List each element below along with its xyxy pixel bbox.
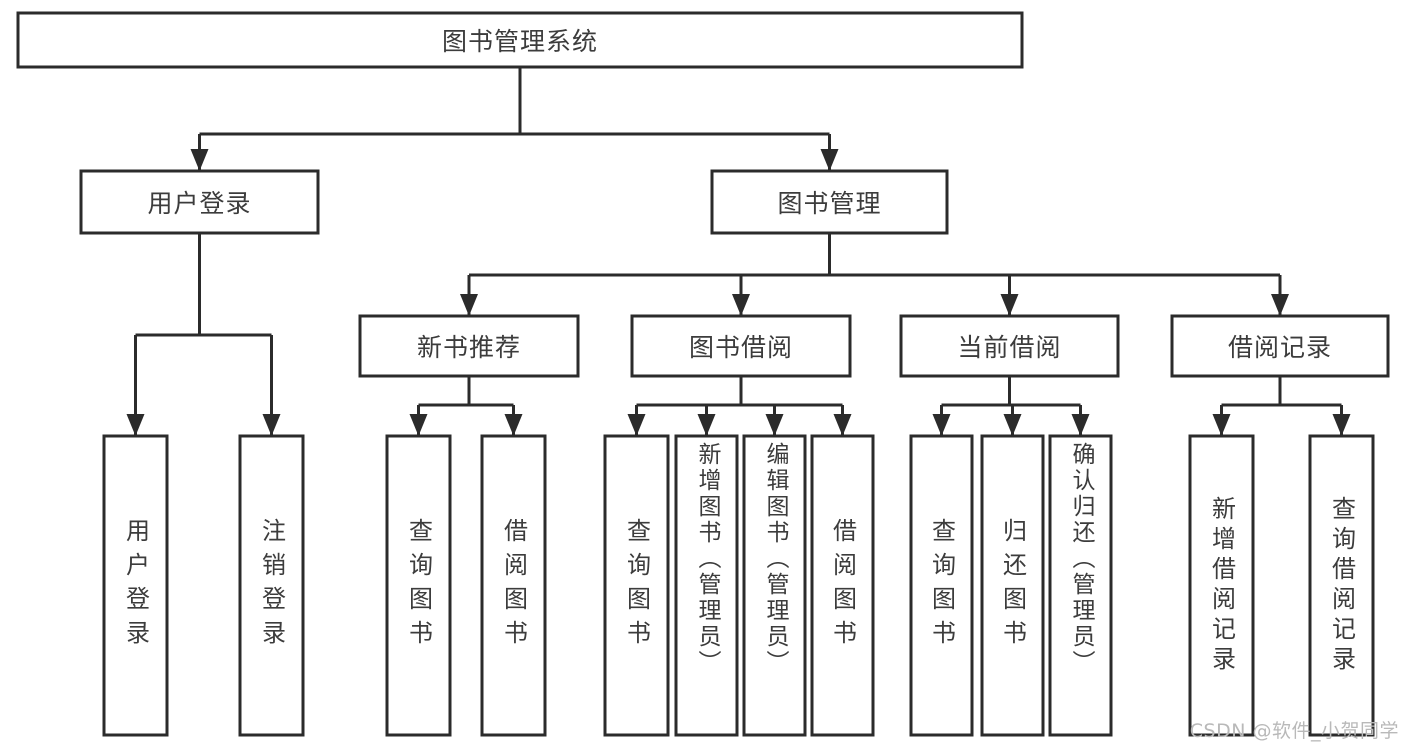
node-box-query-book-3[interactable] bbox=[909, 434, 974, 737]
node-box-new-book-recommend[interactable] bbox=[358, 314, 580, 378]
arrow-head bbox=[1003, 414, 1022, 436]
node-box-book-borrow[interactable] bbox=[630, 314, 852, 378]
node-box-root[interactable] bbox=[16, 11, 1024, 69]
arrow-head bbox=[1332, 414, 1351, 436]
arrow-head bbox=[765, 414, 784, 436]
arrow-head bbox=[1000, 294, 1019, 316]
arrow-head bbox=[460, 294, 478, 316]
node-box-query-book-1[interactable] bbox=[385, 434, 452, 737]
watermark-text: CSDN @软件_小贺同学 bbox=[1189, 720, 1399, 742]
node-box-borrow-book-1[interactable] bbox=[480, 434, 547, 737]
node-box-return-book[interactable] bbox=[980, 434, 1045, 737]
arrow-head bbox=[833, 414, 852, 436]
node-box-edit-book-admin[interactable] bbox=[742, 434, 807, 737]
connector-lines-layer bbox=[126, 67, 1351, 436]
arrow-head bbox=[1271, 294, 1289, 316]
arrow-head bbox=[697, 414, 716, 436]
arrow-head bbox=[732, 294, 750, 316]
node-box-current-borrow[interactable] bbox=[899, 314, 1120, 378]
node-box-user-login[interactable] bbox=[79, 169, 320, 235]
arrow-head bbox=[1071, 414, 1090, 436]
node-box-user-login-do[interactable] bbox=[102, 434, 169, 737]
arrow-head bbox=[627, 414, 646, 436]
node-box-query-book-2[interactable] bbox=[603, 434, 670, 737]
arrow-head bbox=[190, 149, 209, 171]
node-box-confirm-return-admin[interactable] bbox=[1048, 434, 1113, 737]
node-box-add-book-admin[interactable] bbox=[674, 434, 739, 737]
arrow-head bbox=[820, 149, 839, 171]
arrow-head bbox=[262, 414, 281, 436]
node-box-user-logout[interactable] bbox=[238, 434, 305, 737]
boxes-layer bbox=[16, 11, 1390, 737]
arrow-head bbox=[504, 414, 523, 436]
arrow-head bbox=[1212, 414, 1231, 436]
node-box-borrow-book-2[interactable] bbox=[810, 434, 875, 737]
arrow-head bbox=[932, 414, 951, 436]
node-box-borrow-record[interactable] bbox=[1170, 314, 1390, 378]
node-box-book-manage[interactable] bbox=[710, 169, 949, 235]
node-box-query-borrow-record[interactable] bbox=[1308, 434, 1375, 737]
node-box-add-borrow-record[interactable] bbox=[1188, 434, 1255, 737]
arrow-head bbox=[126, 414, 145, 436]
arrow-head bbox=[409, 414, 428, 436]
